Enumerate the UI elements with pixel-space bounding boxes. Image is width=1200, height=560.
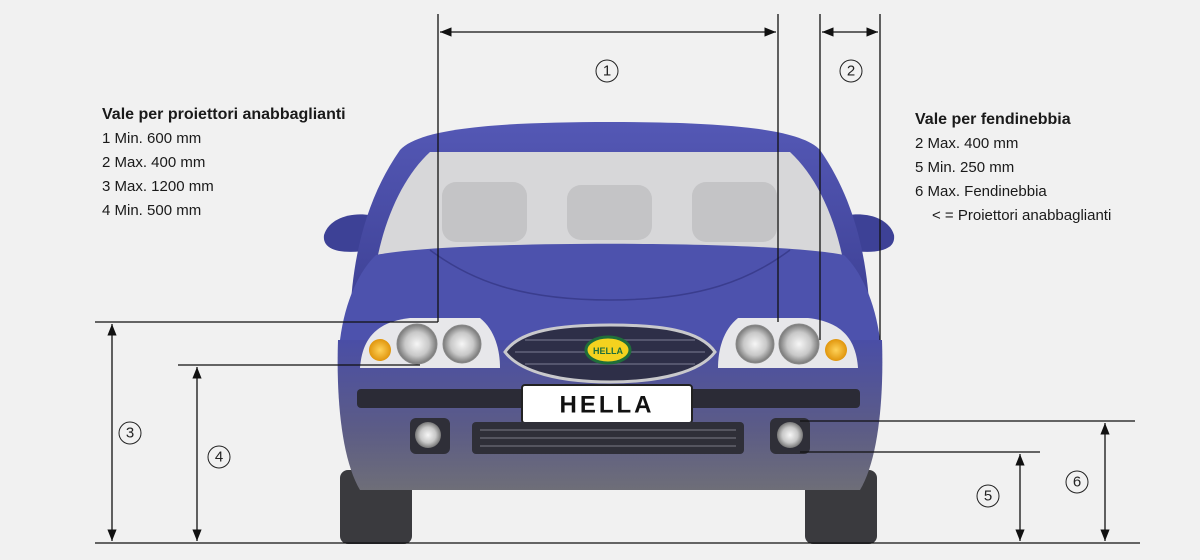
legend-item: 5 Min. 250 mm <box>915 159 1015 176</box>
legend-item: < = Proiettori anabbaglianti <box>932 207 1112 224</box>
left-high-beam-lamp <box>442 324 482 364</box>
legend-item: 1 Min. 600 mm <box>102 130 202 147</box>
low-beam-legend: Vale per proiettori anabbaglianti 1 Min.… <box>102 103 346 223</box>
seat <box>692 182 777 242</box>
left-fog-lamp <box>415 422 441 448</box>
svg-text:6: 6 <box>1073 474 1081 491</box>
left-low-beam-lamp <box>396 323 438 365</box>
right-high-beam-lamp <box>735 324 775 364</box>
legend-item: 4 Min. 500 mm <box>102 202 202 219</box>
dimension-markers: 1 2 3 4 5 6 <box>118 59 1089 508</box>
marker-5: 5 <box>976 484 1000 508</box>
low-beam-legend-title: Vale per proiettori anabbaglianti <box>102 106 346 123</box>
marker-2: 2 <box>839 59 863 83</box>
svg-text:1: 1 <box>603 63 611 80</box>
legend-item: 2 Max. 400 mm <box>915 135 1019 152</box>
seat <box>567 185 652 240</box>
left-indicator-lamp <box>369 339 391 361</box>
hella-logo-text: HELLA <box>593 346 623 356</box>
fog-lamp-legend: Vale per fendinebbia 2 Max. 400 mm 5 Min… <box>915 108 1111 228</box>
right-low-beam-lamp <box>778 323 820 365</box>
svg-text:3: 3 <box>126 425 134 442</box>
legend-item: 3 Max. 1200 mm <box>102 178 214 195</box>
right-fog-lamp <box>777 422 803 448</box>
marker-3: 3 <box>118 421 142 445</box>
right-indicator-lamp <box>825 339 847 361</box>
fog-lamp-legend-title: Vale per fendinebbia <box>915 111 1071 128</box>
seat <box>442 182 527 242</box>
license-plate-text: HELLA <box>560 392 655 419</box>
car: HELLA HELLA <box>323 122 895 544</box>
legend-item: 2 Max. 400 mm <box>102 154 206 171</box>
hood <box>340 243 880 340</box>
svg-text:4: 4 <box>215 449 223 466</box>
legend-item: 6 Max. Fendinebbia <box>915 183 1047 200</box>
marker-4: 4 <box>207 445 231 469</box>
marker-6: 6 <box>1065 470 1089 494</box>
hella-logo <box>584 335 632 365</box>
svg-text:5: 5 <box>984 488 992 505</box>
dimension-lines <box>95 14 1140 544</box>
svg-text:2: 2 <box>847 63 855 80</box>
marker-1: 1 <box>595 59 619 83</box>
